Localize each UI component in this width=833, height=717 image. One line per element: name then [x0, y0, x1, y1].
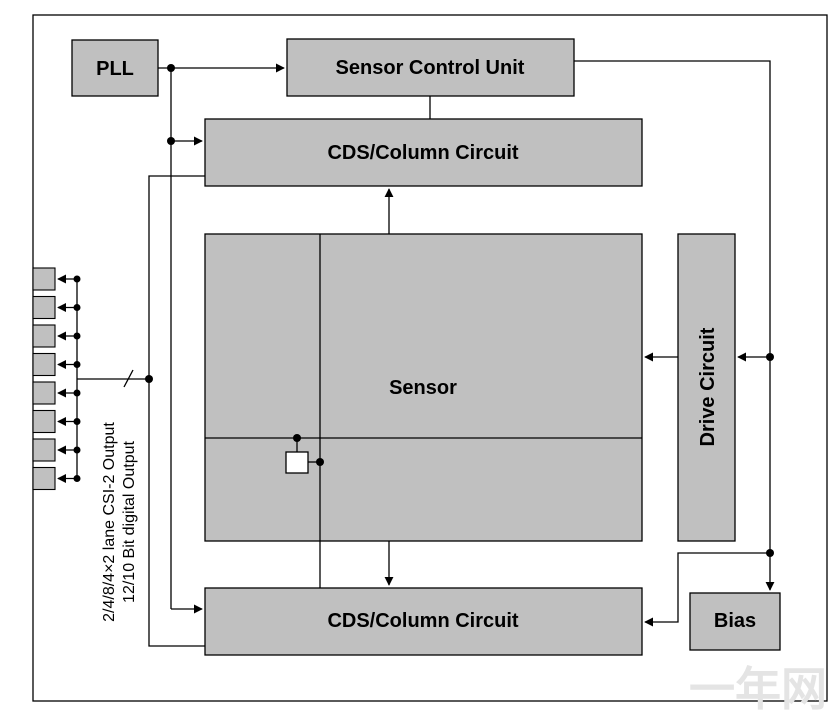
drive-circuit-block: Drive Circuit [677, 233, 736, 542]
output-pin [32, 438, 56, 462]
junction-dot [73, 446, 81, 454]
drive-circuit-label: Drive Circuit [697, 327, 719, 446]
junction-dot [73, 418, 81, 425]
watermark-logo: 一年网 [689, 663, 827, 715]
junction-dot [73, 361, 81, 368]
cds-bottom-label: CDS/Column Circuit [327, 610, 518, 632]
output-label-line1: 2/4/8/4×2 lane CSI-2 Output [101, 422, 118, 622]
output-label-line2: 12/10 Bit digital Output [121, 441, 138, 603]
junction-dot [73, 332, 81, 340]
junction-dot [73, 304, 81, 311]
bias-block: Bias [689, 592, 781, 651]
scu-control-bus [574, 60, 775, 591]
cds-top-label: CDS/Column Circuit [327, 142, 518, 164]
output-pin [32, 267, 56, 291]
bus-width-slash [123, 369, 134, 388]
pixel-cell [285, 451, 309, 474]
junction-dot [73, 275, 81, 283]
junction-dot [145, 375, 153, 383]
junction-dot [293, 434, 301, 442]
junction-dot [316, 458, 324, 466]
output-pin [32, 466, 56, 491]
sensor-control-unit-block: Sensor Control Unit [286, 38, 575, 97]
junction-dot [167, 137, 175, 145]
junction-dot [766, 353, 774, 361]
junction-dot [167, 64, 175, 72]
bias-label: Bias [714, 610, 756, 632]
output-pins [32, 267, 81, 491]
junction-dot [766, 549, 774, 557]
junction-dot [73, 389, 81, 397]
output-pin [32, 381, 56, 405]
output-pin [32, 295, 56, 320]
sensor-label: Sensor [389, 377, 457, 399]
output-pin [32, 352, 56, 377]
pll-block: PLL [71, 39, 159, 97]
cds-column-circuit-bottom-block: CDS/Column Circuit [204, 587, 643, 656]
sensor-block: Sensor [204, 233, 643, 542]
cds-column-circuit-top-block: CDS/Column Circuit [204, 118, 643, 187]
pll-label: PLL [96, 58, 134, 80]
output-pin [32, 324, 56, 348]
sensor-control-unit-label: Sensor Control Unit [336, 57, 525, 79]
bus-to-cds-bottom-arrow [644, 552, 770, 627]
output-pin [32, 409, 56, 434]
cds-top-output-line [148, 175, 205, 647]
junction-dot [73, 475, 81, 482]
